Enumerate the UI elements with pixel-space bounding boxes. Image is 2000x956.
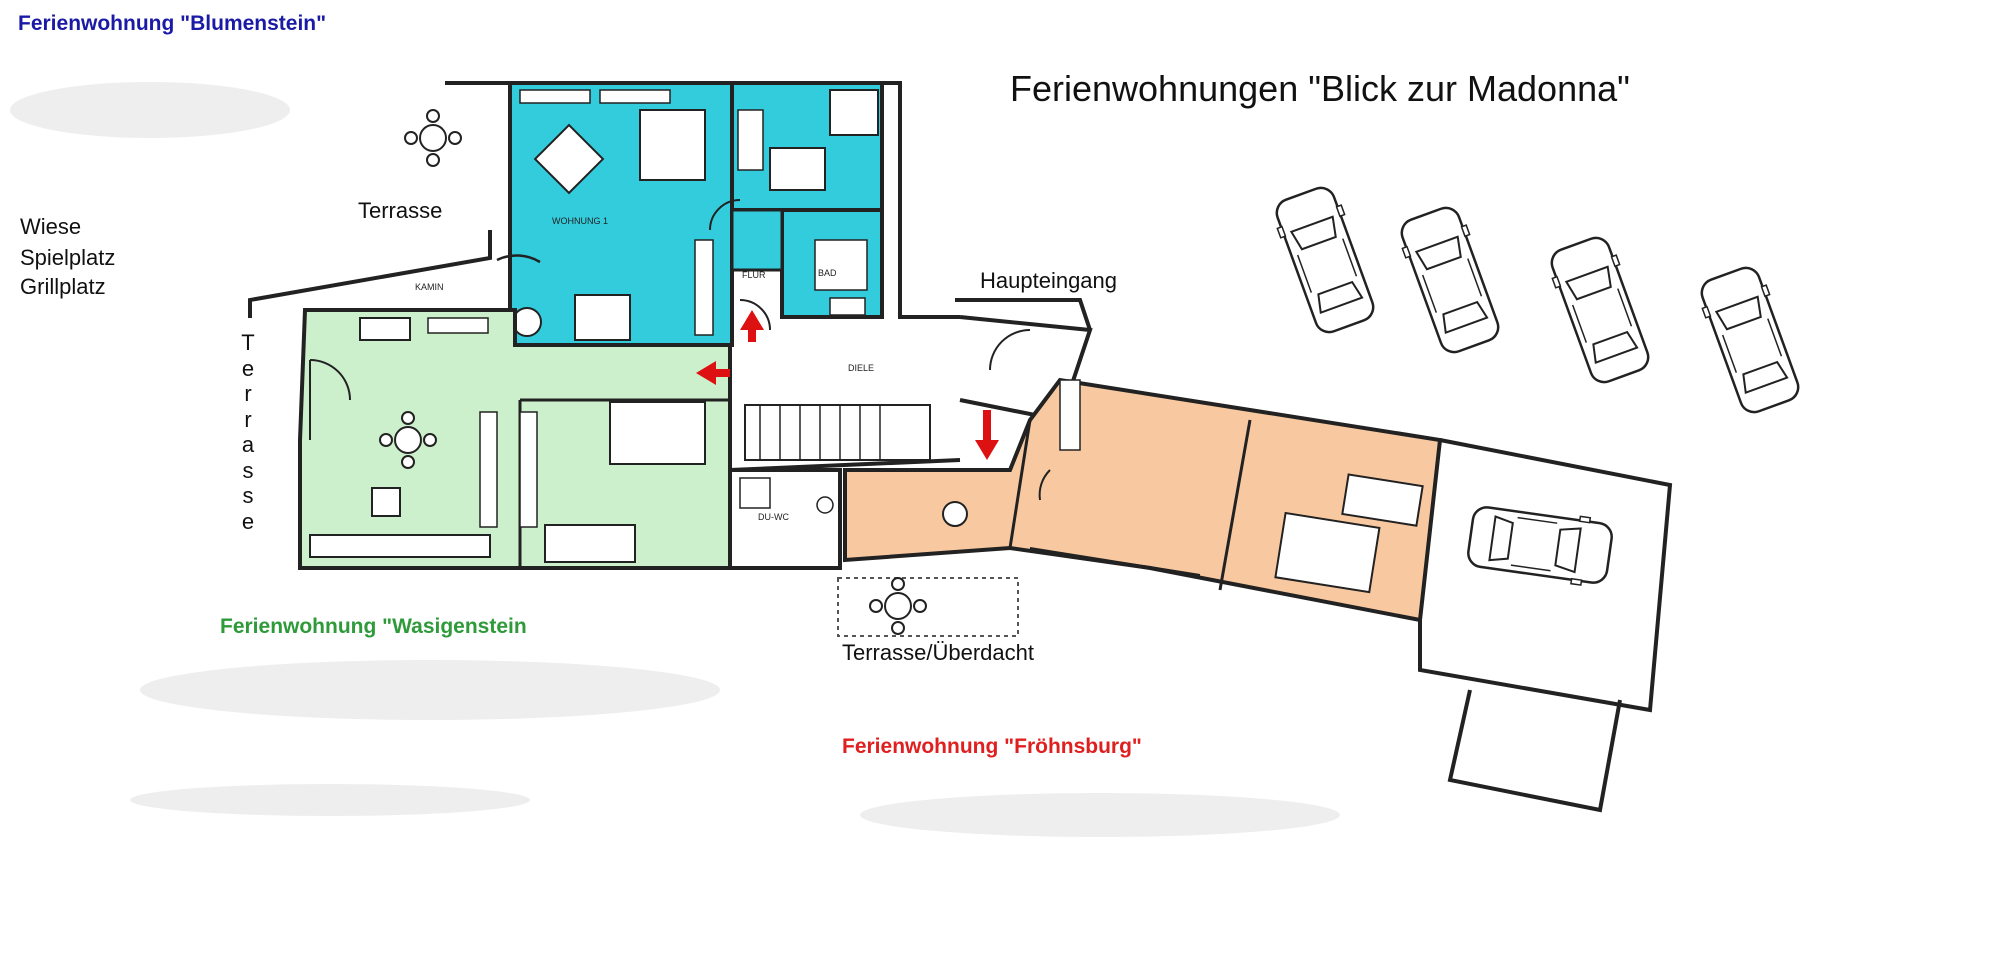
froehnsburg-apartment [843, 377, 1443, 623]
haupteingang-porch [955, 298, 1093, 423]
label-kamin: KAMIN [415, 282, 444, 292]
label-spielplatz: Spielplatz [20, 245, 116, 270]
parked-cars [1267, 181, 1808, 419]
garage-outline [1418, 438, 1673, 813]
du-wc-room [728, 468, 842, 570]
vertical-letter: e [241, 355, 255, 381]
blumenstein-apartment [508, 81, 884, 347]
vertical-letter: s [242, 457, 254, 483]
wasigenstein-apartment [298, 308, 732, 570]
vertical-letter: r [244, 381, 252, 406]
terrasse-ueberdacht-area [837, 577, 1019, 637]
label-wasigenstein: Ferienwohnung "Wasigenstein [220, 615, 527, 638]
vertical-letter: a [241, 432, 255, 457]
label-bad: BAD [818, 268, 837, 278]
label-wohnung1: WOHNUNG 1 [552, 216, 608, 226]
label-diele: DIELE [848, 363, 875, 373]
smudges [10, 82, 1340, 837]
page-title: Ferienwohnungen "Blick zur Madonna" [1010, 68, 1630, 109]
label-terrasse-top: Terrasse [358, 198, 443, 223]
label-blumenstein: Ferienwohnung "Blumenstein" [18, 12, 327, 35]
diele-hall [728, 81, 961, 472]
vertical-letter: s [242, 483, 254, 508]
label-grillplatz: Grillplatz [20, 274, 106, 299]
vertical-letter: r [244, 406, 252, 432]
vertical-letter: T [241, 330, 255, 355]
entrance-arrows [696, 310, 999, 460]
label-du-wc: DU-WC [758, 512, 789, 522]
label-wiese: Wiese [20, 214, 82, 239]
label-terrasse-ueberdacht: Terrasse/Überdacht [842, 640, 1034, 665]
label-haupteingang: Haupteingang [980, 268, 1118, 293]
label-flur: FLUR [742, 270, 766, 280]
terrasse-top-walls [248, 81, 541, 318]
vertical-letter: e [241, 508, 255, 534]
label-froehnsburg: Ferienwohnung "Fröhnsburg" [842, 735, 1142, 758]
